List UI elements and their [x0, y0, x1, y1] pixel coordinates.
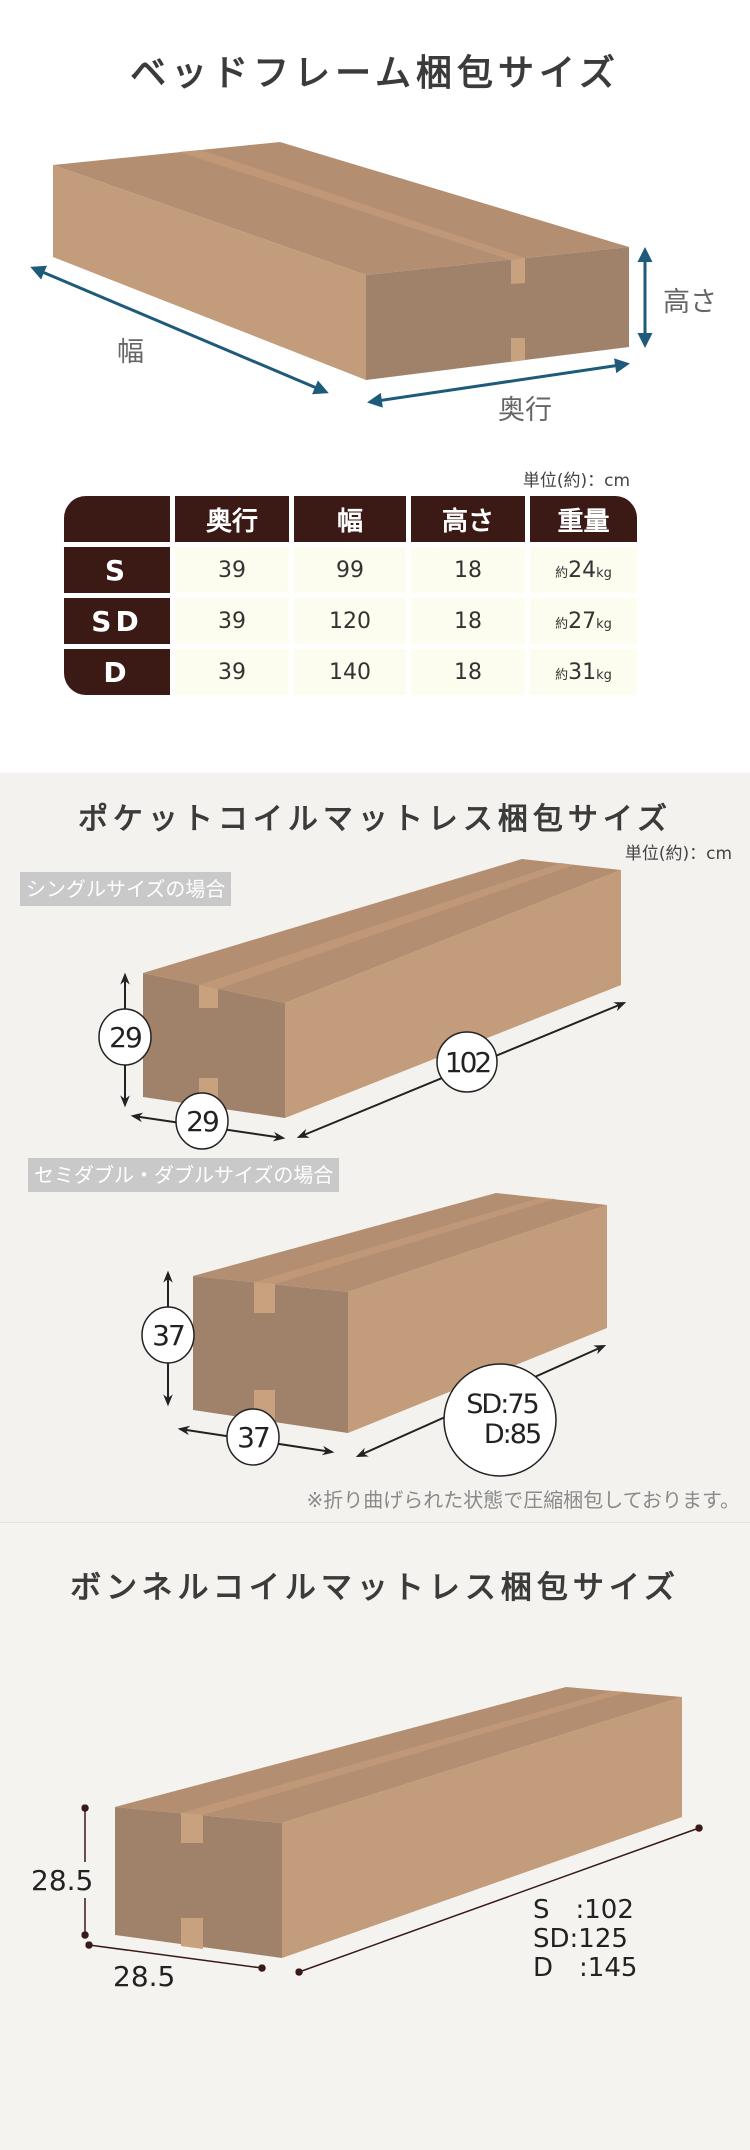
single-size-tag: シングルサイズの場合 — [20, 872, 232, 906]
double-size-tag: セミダブル・ダブルサイズの場合 — [28, 1158, 340, 1192]
header-weight: 重量 — [530, 496, 637, 542]
header-width: 幅 — [294, 496, 406, 542]
dim-height-single: 29 — [98, 1008, 152, 1066]
bonnell-box — [115, 1687, 682, 1958]
tape — [181, 1691, 627, 1815]
unit-note-2: 単位(約)：cm — [624, 844, 732, 864]
dim-width-single: 29 — [175, 1092, 229, 1150]
bed-frame-title: ベッドフレーム梱包サイズ — [130, 53, 620, 94]
compression-note: ※折り曲げられた状態で圧縮梱包しております。 — [306, 1488, 740, 1512]
tape — [511, 258, 525, 284]
svg-text:37: 37 — [237, 1421, 269, 1454]
bonnell-coil-title: ボンネルコイルマットレス梱包サイズ — [70, 1570, 680, 1606]
table-row: D 39 140 18 約31kg — [64, 649, 637, 695]
dim-length-double: SD:75 D:85 — [443, 1363, 557, 1477]
tape — [199, 985, 218, 1008]
tape — [181, 1813, 203, 1843]
tape — [254, 1198, 555, 1284]
dim-length-single: 102 — [436, 1031, 498, 1093]
svg-text:29: 29 — [186, 1105, 218, 1138]
table-row: SD 39 120 18 約27kg — [64, 598, 637, 644]
size-table: 奥行 幅 高さ 重量 S 39 99 18 約24kg SD 39 120 18… — [59, 491, 642, 700]
width-label: 幅 — [117, 337, 144, 368]
dim-width-double: 37 — [226, 1408, 280, 1466]
bonnell-height: 28.5 — [31, 1864, 94, 1897]
svg-text:SD:75: SD:75 — [466, 1389, 537, 1420]
pocket-coil-title: ポケットコイルマットレス梱包サイズ — [77, 802, 673, 837]
tape — [181, 1918, 203, 1949]
tape — [199, 863, 574, 989]
bonnell-width: 28.5 — [113, 1960, 176, 1993]
depth-arrow — [367, 358, 630, 408]
svg-text:29: 29 — [109, 1021, 141, 1054]
width-arrow — [30, 265, 329, 395]
dim-height-double: 37 — [141, 1306, 195, 1364]
depth-label: 奥行 — [498, 395, 552, 426]
tape — [511, 338, 525, 362]
unit-note: 単位(約)：cm — [522, 471, 630, 491]
height-label: 高さ — [663, 287, 717, 318]
tape — [179, 150, 525, 260]
svg-text:D:85: D:85 — [484, 1419, 540, 1450]
svg-text:102: 102 — [445, 1046, 491, 1079]
tape — [254, 1282, 275, 1313]
table-header-row: 奥行 幅 高さ 重量 — [64, 496, 637, 542]
table-row: S 39 99 18 約24kg — [64, 547, 637, 593]
header-depth: 奥行 — [175, 496, 289, 542]
pocket-single-box — [143, 859, 621, 1118]
svg-text:37: 37 — [152, 1319, 184, 1352]
header-height: 高さ — [411, 496, 525, 542]
